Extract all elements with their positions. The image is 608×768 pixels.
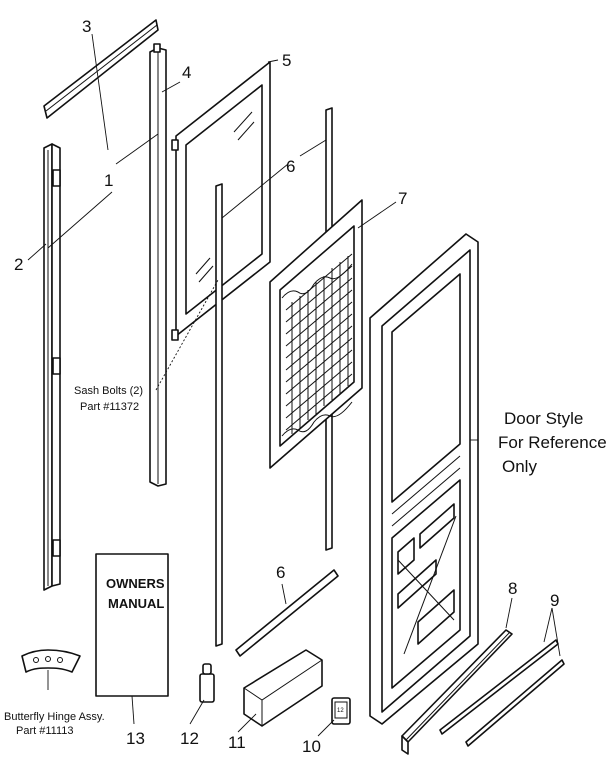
callout-6-lower: 6 [276, 563, 285, 582]
part-2-hinge-rail [43, 143, 61, 591]
hinge-note-line1: Butterfly Hinge Assy. [4, 711, 105, 723]
door-style-note-line3: Only [502, 457, 537, 476]
sash-bolts-note-line1: Sash Bolts (2) [74, 385, 143, 397]
sash-bolts-note-line2: Part #11372 [80, 401, 139, 413]
callout-6-upper: 6 [286, 157, 295, 176]
part-4-latch-rail [149, 43, 167, 487]
callout-1: 1 [104, 171, 113, 190]
callout-13: 13 [126, 729, 145, 748]
callout-9: 9 [550, 591, 559, 610]
callout-4: 4 [182, 63, 191, 82]
screen-mesh [285, 253, 353, 434]
callout-2: 2 [14, 255, 23, 274]
part-5-glass-insert [171, 61, 271, 341]
callout-8: 8 [508, 579, 517, 598]
leader-lines [27, 33, 561, 737]
manual-title-line2: MANUAL [108, 596, 164, 611]
callout-3: 3 [82, 17, 91, 36]
callout-7: 7 [398, 189, 407, 208]
butterfly-hinge [21, 649, 81, 673]
part-8-door-sweep [401, 629, 513, 755]
hinge-note-line2: Part #11113 [16, 725, 74, 737]
part-6-short-strip [235, 569, 339, 657]
part-7-screen-insert [269, 199, 363, 469]
door-style-note-line2: For Reference [498, 433, 607, 452]
manual-title-line1: OWNERS [106, 576, 165, 591]
door-reference [369, 233, 479, 725]
callout-12: 12 [180, 729, 199, 748]
callout-10: 10 [302, 737, 321, 756]
callout-5: 5 [282, 51, 291, 70]
part-13-owners-manual [95, 553, 169, 697]
part-3-top-rail [43, 19, 159, 119]
label-number: 12 [337, 708, 344, 714]
door-style-note-line1: Door Style [504, 409, 583, 428]
part-10-label: 12 [331, 697, 351, 725]
callout-11: 11 [228, 733, 246, 752]
part-9-strips [439, 639, 565, 747]
part-12-touch-up-bottle [199, 663, 215, 703]
part-6-retaining-strip [215, 183, 223, 647]
part-11-box [243, 649, 323, 727]
